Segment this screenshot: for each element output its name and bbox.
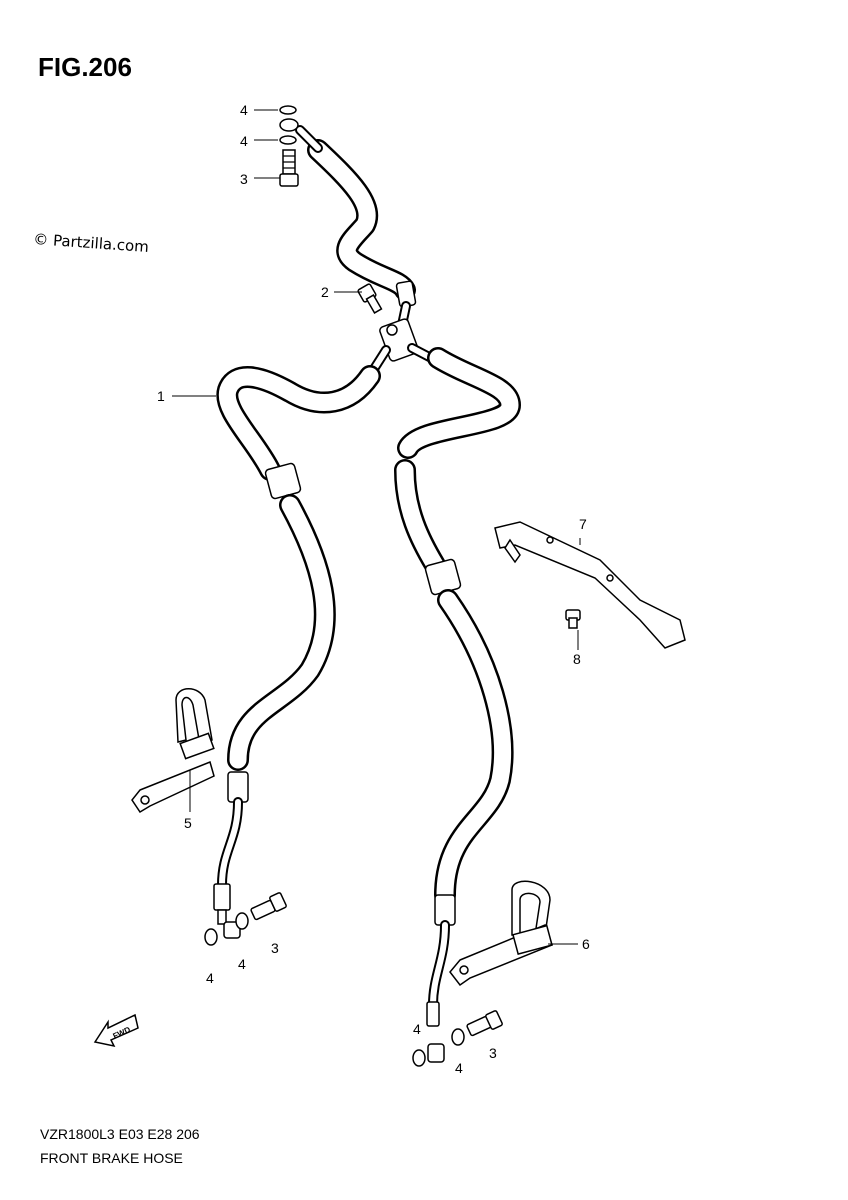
- callout-3-top: 3: [240, 171, 248, 187]
- callout-4-left-a: 4: [206, 970, 214, 986]
- callout-4-top-a: 4: [240, 102, 248, 118]
- bolt-8: [565, 609, 581, 629]
- callout-4-right-a: 4: [413, 1021, 421, 1037]
- upper-hose: [295, 125, 417, 330]
- top-fittings: [279, 105, 299, 187]
- left-hose: [213, 345, 391, 939]
- leader-lines: [172, 109, 581, 945]
- fwd-arrow-icon: FWD: [93, 1013, 139, 1048]
- bracket-6: [449, 880, 553, 987]
- callout-4-right-b: 4: [455, 1060, 463, 1076]
- figure-title: FIG.206: [38, 52, 132, 82]
- callout-1: 1: [157, 388, 165, 404]
- bracket-7: [494, 521, 686, 649]
- bolt-2: [357, 283, 383, 314]
- callout-3-right: 3: [489, 1045, 497, 1061]
- callout-4-left-b: 4: [238, 956, 246, 972]
- callout-6: 6: [582, 936, 590, 952]
- left-bottom-fittings: [204, 892, 287, 946]
- callout-2: 2: [321, 284, 329, 300]
- figure-name: FRONT BRAKE HOSE: [40, 1150, 183, 1166]
- callout-8: 8: [573, 651, 581, 667]
- callout-7: 7: [579, 516, 587, 532]
- bracket-5: [131, 688, 215, 814]
- model-code: VZR1800L3 E03 E28 206: [40, 1126, 200, 1142]
- right-hose: [394, 343, 521, 1063]
- callout-3-left: 3: [271, 940, 279, 956]
- right-bottom-fittings: [412, 1010, 503, 1067]
- callout-5: 5: [184, 815, 192, 831]
- callout-4-top-b: 4: [240, 133, 248, 149]
